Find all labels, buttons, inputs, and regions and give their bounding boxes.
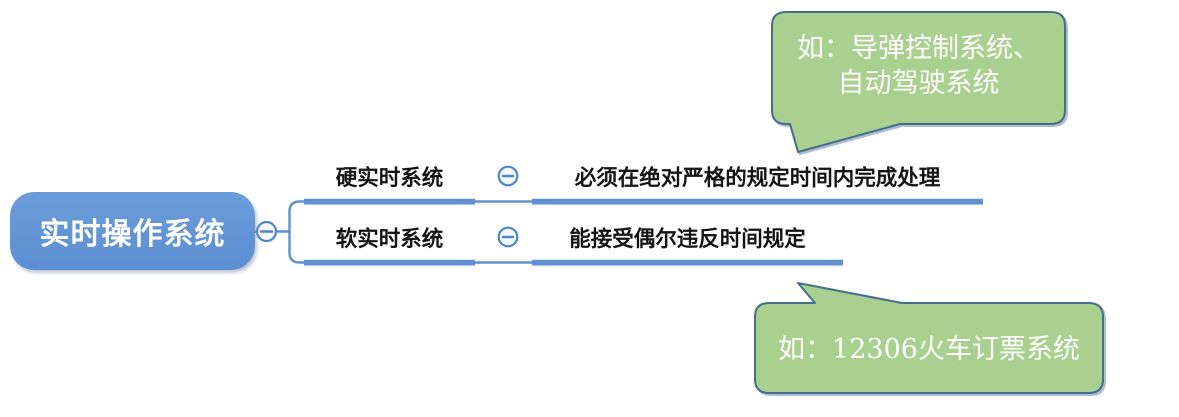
root-topic-label: 实时操作系统: [39, 218, 226, 251]
collapse-icon-root[interactable]: [255, 220, 278, 243]
collapse-icon-soft[interactable]: [497, 226, 519, 248]
collapse-icon-hard[interactable]: [497, 165, 519, 187]
callout-hard-examples-label: 如：导弹控制系统、 自动驾驶系统: [797, 32, 1040, 99]
callout-bubble-soft[interactable]: [754, 282, 1104, 394]
root-topic[interactable]: 实时操作系统: [10, 192, 255, 270]
callout-bubble-hard[interactable]: [771, 11, 1066, 153]
subtopic-hard-description[interactable]: 必须在绝对严格的规定时间内完成处理: [532, 158, 983, 196]
topic-soft-realtime-label: 软实时系统: [335, 227, 444, 251]
subtopic-soft-description-label: 能接受偶尔违反时间规定: [569, 227, 806, 251]
subtopic-soft-description[interactable]: 能接受偶尔违反时间规定: [532, 219, 843, 257]
topic-hard-realtime[interactable]: 硬实时系统: [304, 158, 475, 196]
topic-soft-realtime[interactable]: 软实时系统: [304, 219, 475, 257]
callout-hard-examples[interactable]: 如：导弹控制系统、 自动驾驶系统: [772, 10, 1065, 122]
callout-soft-example[interactable]: 如：12306火车订票系统: [755, 301, 1103, 391]
topic-hard-realtime-label: 硬实时系统: [335, 166, 444, 190]
callout-soft-example-label: 如：12306火车订票系统: [778, 333, 1080, 365]
subtopic-hard-description-label: 必须在绝对严格的规定时间内完成处理: [574, 166, 941, 190]
